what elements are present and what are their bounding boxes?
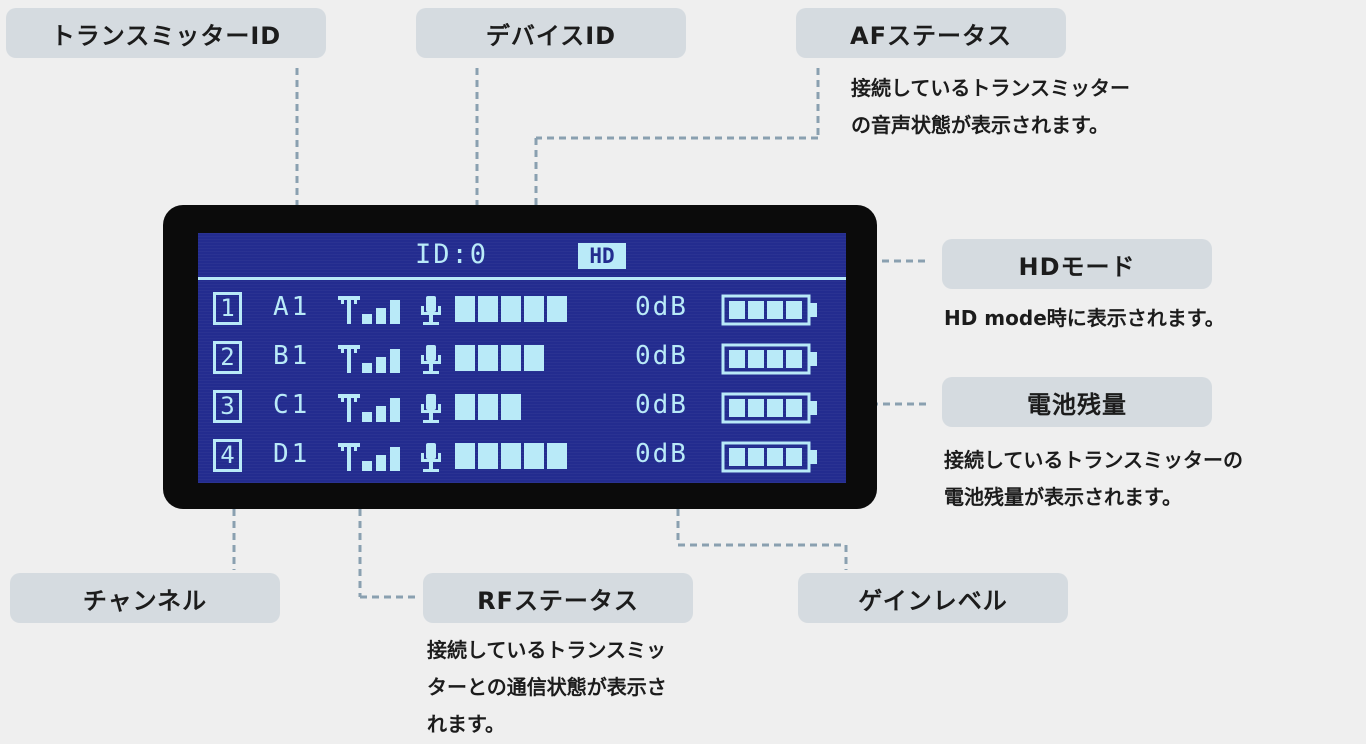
microphone-icon <box>421 394 441 423</box>
channel-number: 2 <box>213 341 242 374</box>
af-level-segment <box>547 296 567 322</box>
af-level-segment <box>478 443 498 469</box>
channel-row: 4 D1 0dB <box>198 437 846 477</box>
af-level-meter <box>455 296 567 322</box>
screen-divider <box>198 277 846 280</box>
channel-number: 3 <box>213 390 242 423</box>
microphone-icon <box>421 345 441 374</box>
battery-icon <box>721 441 817 473</box>
gain-level: 0dB <box>635 390 688 420</box>
device-id-readout: ID:0 <box>415 239 489 270</box>
transmitter-id: A1 <box>273 292 311 322</box>
gain-level: 0dB <box>635 292 688 322</box>
af-level-segment <box>478 345 498 371</box>
lcd-screen: ID:0 HD 1 A1 <box>198 233 846 483</box>
label-device-id: デバイスID <box>416 8 686 58</box>
af-level-segment <box>501 345 521 371</box>
gain-level: 0dB <box>635 341 688 371</box>
label-battery: 電池残量 <box>942 377 1212 427</box>
af-level-meter <box>455 394 521 420</box>
microphone-icon <box>421 296 441 325</box>
hd-mode-indicator: HD <box>578 243 626 269</box>
label-hd-mode: HDモード <box>942 239 1212 289</box>
rf-signal-icon <box>338 345 400 373</box>
transmitter-id: B1 <box>273 341 311 371</box>
desc-rf-status: 接続しているトランスミッ ターとの通信状態が表示さ れます。 <box>427 638 667 736</box>
af-level-segment <box>524 296 544 322</box>
af-level-segment <box>524 443 544 469</box>
rf-signal-icon <box>338 443 400 471</box>
af-level-segment <box>478 296 498 322</box>
af-level-segment <box>501 443 521 469</box>
rf-signal-icon <box>338 394 400 422</box>
label-transmitter-id: トランスミッターID <box>6 8 326 58</box>
label-channel: チャンネル <box>10 573 280 623</box>
af-level-segment <box>501 394 521 420</box>
rf-signal-icon <box>338 296 400 324</box>
af-level-segment <box>478 394 498 420</box>
desc-af-status: 接続しているトランスミッター の音声状態が表示されます。 <box>851 76 1130 137</box>
desc-hd-mode: HD mode時に表示されます。 <box>944 306 1225 330</box>
label-rf-status: RFステータス <box>423 573 693 623</box>
af-level-segment <box>455 296 475 322</box>
af-level-segment <box>547 443 567 469</box>
microphone-icon <box>421 443 441 472</box>
af-level-segment <box>501 296 521 322</box>
label-gain: ゲインレベル <box>798 573 1068 623</box>
label-af-status: AFステータス <box>796 8 1066 58</box>
channel-number: 4 <box>213 439 242 472</box>
battery-icon <box>721 343 817 375</box>
battery-icon <box>721 294 817 326</box>
desc-battery: 接続しているトランスミッターの 電池残量が表示されます。 <box>944 448 1243 509</box>
af-level-segment <box>455 443 475 469</box>
battery-icon <box>721 392 817 424</box>
af-level-segment <box>455 394 475 420</box>
af-level-segment <box>455 345 475 371</box>
channel-row: 1 A1 0dB <box>198 290 846 330</box>
channel-row: 2 B1 0dB <box>198 339 846 379</box>
af-level-segment <box>524 345 544 371</box>
af-level-meter <box>455 345 544 371</box>
af-level-meter <box>455 443 567 469</box>
gain-level: 0dB <box>635 439 688 469</box>
channel-row: 3 C1 0dB <box>198 388 846 428</box>
transmitter-id: C1 <box>273 390 311 420</box>
channel-number: 1 <box>213 292 242 325</box>
transmitter-id: D1 <box>273 439 311 469</box>
